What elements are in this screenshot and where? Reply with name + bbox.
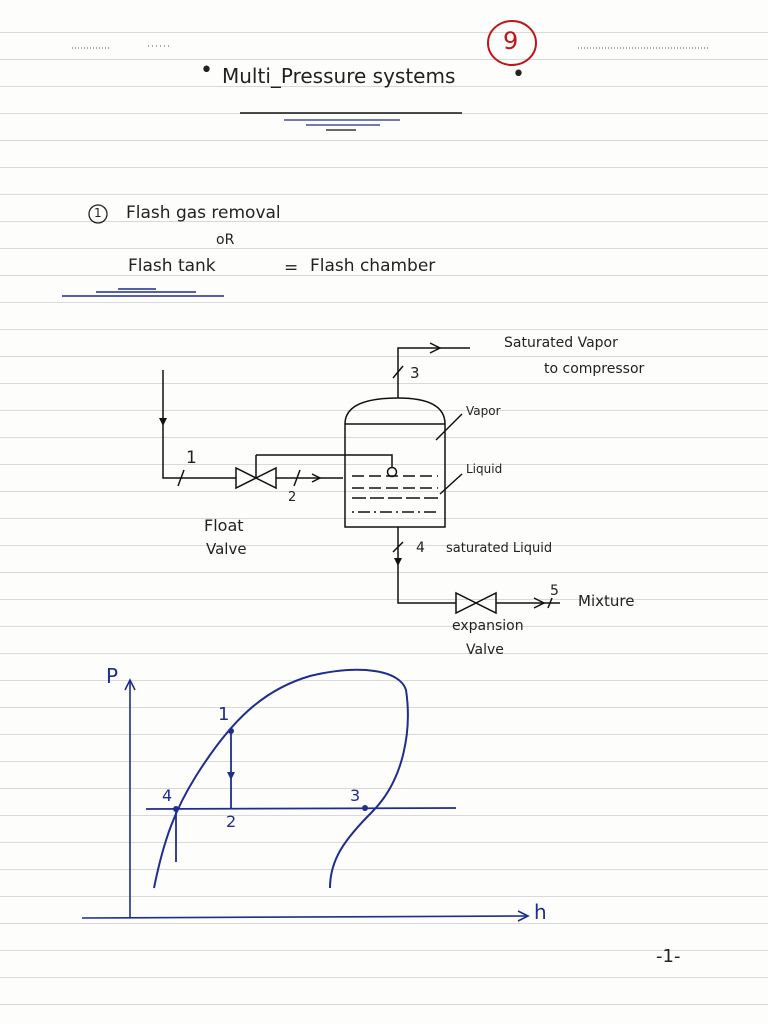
point-4 <box>173 806 179 812</box>
axis-p-label: P <box>106 664 119 688</box>
section-number-circle <box>88 204 108 224</box>
state-2-label: 2 <box>288 490 297 505</box>
title-bullet-right: • <box>512 62 525 87</box>
section-line-2-right: Flash chamber <box>310 256 436 276</box>
point-3-label: 3 <box>350 786 361 805</box>
page-number-circle <box>487 20 537 66</box>
point-4-label: 4 <box>162 786 173 805</box>
page-title: Multi_Pressure systems <box>222 64 456 88</box>
flash-tank <box>344 397 446 528</box>
point-3 <box>362 805 368 811</box>
saturation-dome <box>153 668 409 889</box>
point-1-label: 1 <box>218 704 230 725</box>
label-mixture: Mixture <box>578 592 635 610</box>
label-to-compressor: to compressor <box>544 361 645 377</box>
section-line-1: Flash gas removal <box>126 203 281 223</box>
state-4-label: 4 <box>416 540 425 556</box>
label-liquid: Liquid <box>466 462 503 476</box>
label-saturated-liquid: saturated Liquid <box>446 541 553 556</box>
state-5-label: 5 <box>550 583 559 599</box>
footer-page-number: -1- <box>656 946 681 967</box>
float-ball <box>386 466 398 478</box>
section-line-2-eq: = <box>284 258 299 278</box>
axis-h-label: h <box>534 900 547 924</box>
expansion-valve <box>455 591 478 615</box>
label-expansion-valve: Valve <box>466 642 504 658</box>
state-1-label: 1 <box>186 448 197 468</box>
section-line-2-left: Flash tank <box>128 256 216 276</box>
label-expansion: expansion <box>452 618 524 634</box>
section-number: 1 <box>94 206 102 220</box>
label-float-valve: Valve <box>206 540 247 558</box>
float-valve <box>235 466 258 490</box>
flash-tank-schematic <box>159 342 560 615</box>
title-bullet-left: • <box>200 58 213 83</box>
label-float: Float <box>204 516 244 535</box>
label-saturated-vapor: Saturated Vapor <box>504 335 618 351</box>
point-1 <box>228 728 234 734</box>
page-number: 9 <box>503 27 519 55</box>
ph-diagram <box>81 668 530 922</box>
section-or: oR <box>216 232 235 248</box>
label-vapor: Vapor <box>466 404 501 418</box>
state-3-label: 3 <box>410 364 420 382</box>
point-2-label: 2 <box>226 812 237 831</box>
